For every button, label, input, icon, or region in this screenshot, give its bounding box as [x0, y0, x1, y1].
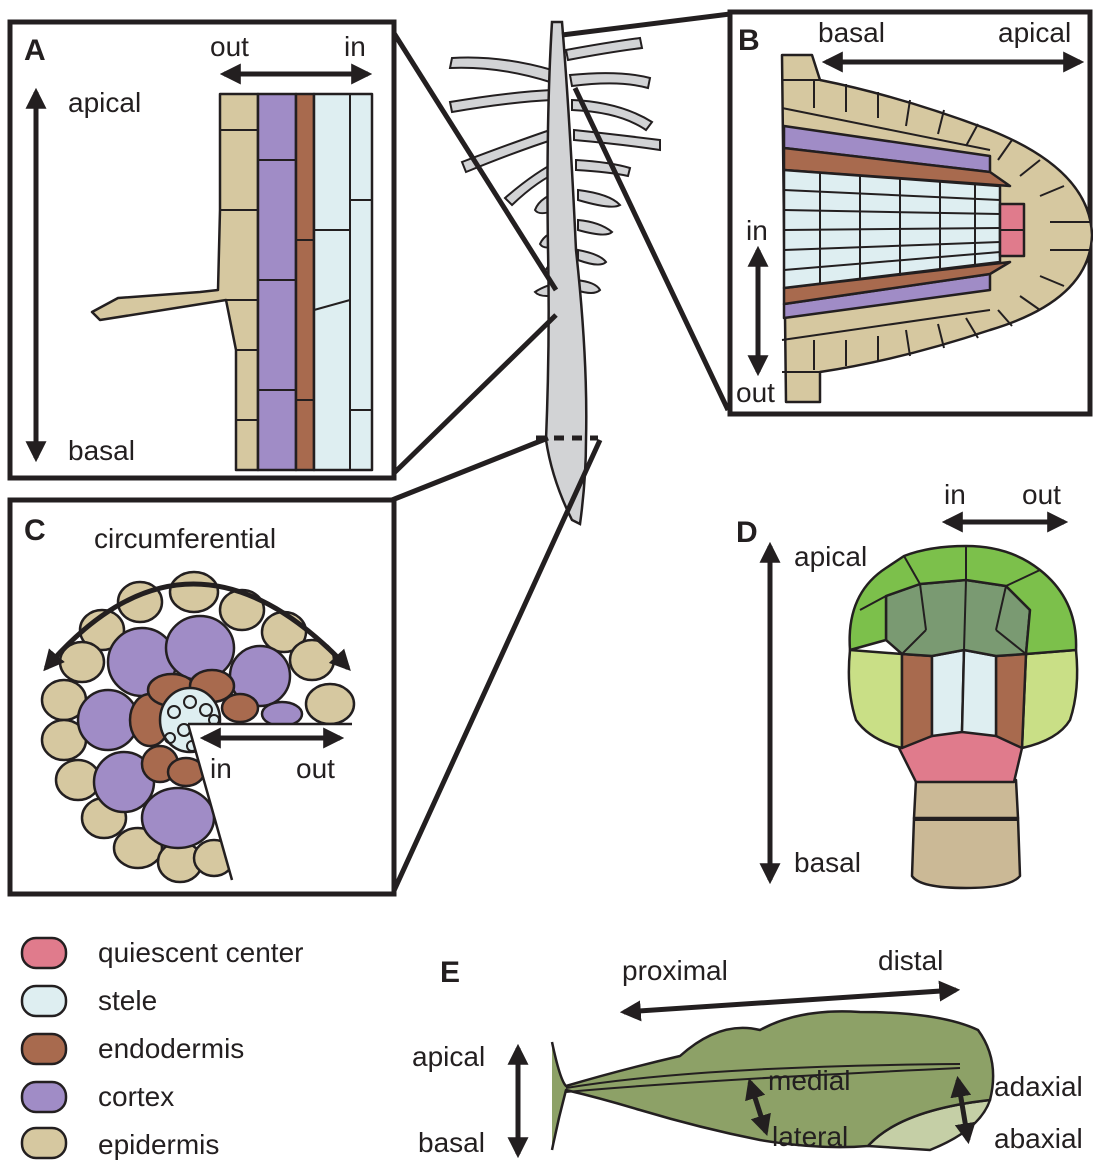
panel-e-apical-label: apical [412, 1041, 485, 1072]
panel-e-distal-label: distal [878, 945, 943, 976]
central-root [450, 22, 660, 524]
panel-d-in-label: in [944, 479, 966, 510]
panel-e-letter: E [440, 956, 460, 989]
panel-e-abaxial-label: abaxial [994, 1123, 1083, 1154]
panel-d-letter: D [736, 516, 758, 549]
panel-e-adaxial-label: adaxial [994, 1071, 1083, 1102]
panel-e-basal-label: basal [418, 1127, 485, 1158]
svg-text:endodermis: endodermis [98, 1033, 244, 1064]
panel-e-lateral-label: lateral [772, 1121, 848, 1152]
panel-e-proximal-label: proximal [622, 955, 728, 986]
panel-a: A [10, 22, 394, 478]
panel-c-letter: C [24, 514, 46, 547]
legend-item-quiescent-center: quiescent center [22, 937, 303, 968]
panel-b-apical-label: apical [998, 17, 1071, 48]
panel-a-in-label: in [344, 31, 366, 62]
panel-b: B [730, 12, 1092, 414]
panel-b-letter: B [738, 24, 760, 57]
panel-e: E proximal distal apical basal medial la… [412, 945, 1083, 1158]
svg-text:quiescent center: quiescent center [98, 937, 303, 968]
legend-item-cortex: cortex [22, 1081, 174, 1112]
panel-a-apical-label: apical [68, 87, 141, 118]
panel-e-medial-label: medial [768, 1065, 850, 1096]
panel-d-out-label: out [1022, 479, 1061, 510]
panel-c-out-label: out [296, 753, 335, 784]
panel-d-basal-label: basal [794, 847, 861, 878]
svg-text:epidermis: epidermis [98, 1129, 219, 1160]
panel-a-out-label: out [210, 31, 249, 62]
panel-c: C [10, 500, 394, 894]
panel-a-letter: A [24, 34, 46, 67]
panel-c-in-label: in [210, 753, 232, 784]
svg-text:stele: stele [98, 985, 157, 1016]
legend: quiescent center stele endodermis cortex… [22, 937, 303, 1160]
legend-item-stele: stele [22, 985, 157, 1016]
panel-d-apical-label: apical [794, 541, 867, 572]
panel-a-basal-label: basal [68, 435, 135, 466]
panel-b-out-label: out [736, 377, 775, 408]
panel-c-circumferential-label: circumferential [94, 523, 276, 554]
panel-b-basal-label: basal [818, 17, 885, 48]
legend-item-endodermis: endodermis [22, 1033, 244, 1064]
svg-text:cortex: cortex [98, 1081, 174, 1112]
legend-item-epidermis: epidermis [22, 1128, 219, 1160]
panel-b-in-label: in [746, 215, 768, 246]
panel-d: D in out apical bas [736, 479, 1077, 888]
